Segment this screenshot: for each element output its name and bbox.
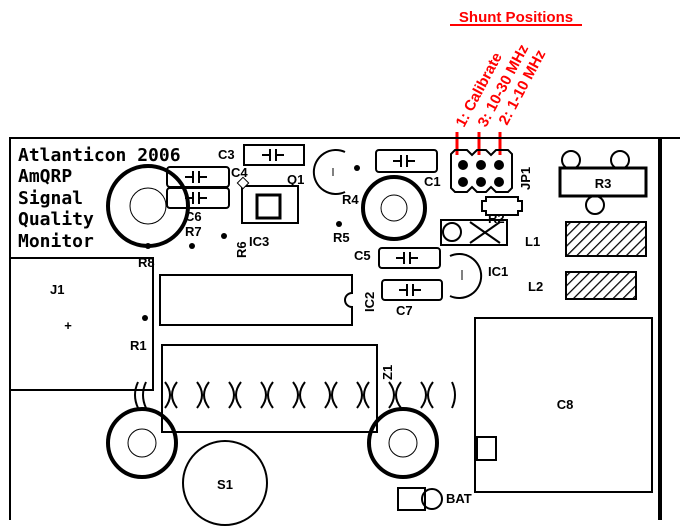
resistor-r3 <box>558 150 648 215</box>
label-r7: R7 <box>185 224 202 239</box>
capacitor-c7 <box>381 279 443 301</box>
shunt-heading: Shunt Positions <box>459 9 573 26</box>
label-r1: R1 <box>130 338 147 353</box>
capacitor-c6 <box>166 187 230 209</box>
battery-connector <box>397 487 426 511</box>
battery-pad <box>421 488 443 510</box>
label-c7: C7 <box>396 303 413 318</box>
label-q1: Q1 <box>287 172 304 187</box>
j1-polarity: + <box>64 318 72 333</box>
label-l1: L1 <box>525 234 540 249</box>
c8-tab <box>476 436 497 461</box>
regulator-ic3 <box>236 176 299 224</box>
shunt-pointers <box>455 132 502 155</box>
label-l2: L2 <box>528 279 543 294</box>
diode-box <box>440 219 508 246</box>
jack-j1 <box>9 257 154 391</box>
label-c4: C4 <box>231 165 248 180</box>
capacitor-c1 <box>375 149 438 173</box>
svg-text:Monitor: Monitor <box>18 231 94 252</box>
switch-s1[interactable] <box>182 440 268 526</box>
label-jp1: JP1 <box>518 167 533 190</box>
svg-text:Signal: Signal <box>18 188 83 209</box>
label-bat: BAT <box>446 491 472 506</box>
label-j1: J1 <box>50 282 64 297</box>
label-r5: R5 <box>333 230 350 245</box>
label-z1: Z1 <box>380 365 395 380</box>
label-ic3: IC3 <box>249 234 269 249</box>
svg-text:Quality: Quality <box>18 209 94 230</box>
capacitor-c3 <box>243 144 305 166</box>
label-ic1: IC1 <box>488 264 508 279</box>
svg-text:Atlanticon 2006: Atlanticon 2006 <box>18 145 181 166</box>
label-r3: R3 <box>595 176 612 191</box>
mounting-hole <box>367 407 439 479</box>
mounting-hole <box>106 407 178 479</box>
board-z1 <box>161 344 378 433</box>
board-outline <box>9 137 680 520</box>
inductor-l1 <box>565 221 647 257</box>
label-r4: R4 <box>342 192 359 207</box>
label-c3: C3 <box>218 147 235 162</box>
label-r2: R2 <box>488 211 505 226</box>
inductor-l2 <box>565 271 637 300</box>
capacitor-c8 <box>474 317 653 493</box>
label-c8: C8 <box>557 397 574 412</box>
label-ic2: IC2 <box>362 292 377 312</box>
svg-text:AmQRP: AmQRP <box>18 166 72 187</box>
label-s1: S1 <box>217 477 233 492</box>
dip-ic <box>159 274 353 326</box>
mounting-hole <box>361 175 427 241</box>
via-dots <box>142 165 360 321</box>
mounting-hole <box>106 164 190 248</box>
label-r6: R6 <box>234 241 249 258</box>
board-title: Atlanticon 2006 AmQRP Signal Quality Mon… <box>18 145 181 252</box>
transistor-q1 <box>312 149 346 195</box>
resistor-row <box>134 381 456 409</box>
shunt-labels: 1: Calibrate 3: 10-30 MHz 2: 1-10 MHz <box>453 42 550 130</box>
label-c1: C1 <box>424 174 441 189</box>
jumper-jp1[interactable] <box>450 149 513 193</box>
resistor-r2 <box>481 196 523 216</box>
transistor-ic1 <box>449 253 483 299</box>
capacitor-c5 <box>378 247 441 269</box>
label-c5: C5 <box>354 248 371 263</box>
